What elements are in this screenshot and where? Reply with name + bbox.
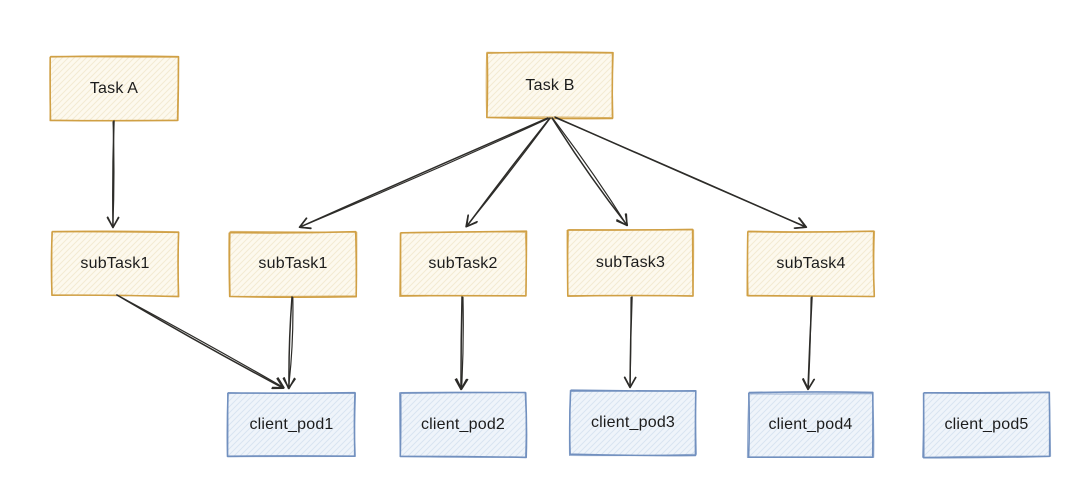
- node-taskA: [49, 55, 180, 122]
- node-pod4: [746, 391, 875, 458]
- node-pod2: [399, 391, 528, 459]
- node-subTask4: [746, 230, 876, 298]
- node-pod5: [922, 391, 1052, 459]
- node-subTask3: [566, 228, 695, 297]
- edge-taskB-subTask3: [551, 117, 629, 227]
- edge-subTask1a-pod1: [116, 294, 285, 390]
- edge-subTask1b-pod1: [282, 296, 296, 390]
- node-pod3: [568, 389, 697, 457]
- node-taskB: [485, 51, 614, 120]
- node-pod1: [226, 391, 356, 458]
- edge-subTask3-pod3: [623, 296, 637, 389]
- node-subTask2: [399, 230, 528, 297]
- node-subTask1b: [228, 230, 358, 299]
- edge-taskB-subTask1b: [298, 117, 549, 230]
- edge-taskB-subTask4: [554, 116, 808, 230]
- edge-taskA-subTask1a: [106, 120, 120, 229]
- edge-subTask4-pod4: [802, 296, 816, 391]
- edge-subTask2-pod2: [454, 296, 469, 391]
- edge-taskB-subTask2: [465, 117, 551, 228]
- node-subTask1a: [50, 230, 180, 298]
